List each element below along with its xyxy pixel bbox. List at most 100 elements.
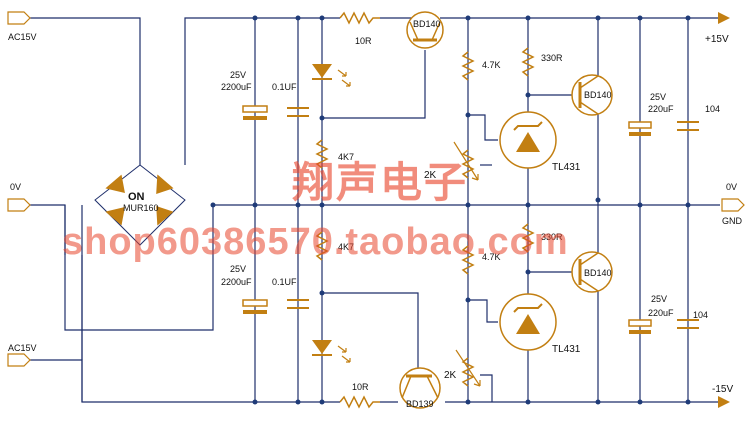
- junction-dot: [637, 399, 643, 405]
- cap-2200-bottom-value: 2200uF: [221, 277, 252, 287]
- junction-dot: [525, 269, 531, 275]
- terminal-ac-bottom: AC15V: [7, 343, 37, 367]
- terminal-gnd-v-label: 0V: [726, 182, 737, 192]
- transistor-bd140-top: BD140: [406, 11, 444, 49]
- res-330-bottom-label: 330R: [541, 232, 563, 242]
- tl431-bottom-label: TL431: [552, 344, 581, 355]
- res-10r-bottom-label: 10R: [352, 382, 369, 392]
- bridge-diode-1: [105, 174, 125, 193]
- junction-dot: [525, 202, 531, 208]
- out-film-top: 104: [677, 104, 720, 131]
- out-film-top-value: 104: [705, 104, 720, 114]
- wire-ac-top: [30, 17, 141, 165]
- junction-dot: [295, 202, 301, 208]
- res-330-top-label: 330R: [541, 53, 563, 63]
- bridge-rectifier: ON MUR160: [94, 164, 186, 246]
- led-top: [312, 64, 351, 87]
- bridge-part: MUR160: [123, 203, 159, 213]
- terminal-zero-v: 0V: [7, 182, 31, 212]
- film-cap-top-value: 0.1UF: [272, 82, 297, 92]
- pass-transistor-bottom: BD140: [571, 251, 613, 293]
- junction-dot: [685, 202, 691, 208]
- junction-dot: [252, 399, 258, 405]
- terminal-gnd-label: GND: [722, 216, 743, 226]
- junction-dot: [525, 399, 531, 405]
- out-film-bottom-value: 104: [693, 310, 708, 320]
- tl431-bottom: TL431: [499, 293, 581, 355]
- junction-dot: [210, 202, 216, 208]
- junction-dot: [465, 399, 471, 405]
- terminal-ac-bottom-label: AC15V: [8, 343, 37, 353]
- junction-dot: [295, 399, 301, 405]
- res-330-bottom: 330R: [521, 223, 563, 253]
- trimmer-2k-bottom: 2K: [444, 349, 481, 387]
- junction-dot: [319, 15, 325, 21]
- junction-dot: [465, 297, 471, 303]
- terminal-ac-top-label: AC15V: [8, 32, 37, 42]
- bridge-name: ON: [128, 191, 145, 203]
- terminal-pos-out-label: +15V: [705, 34, 729, 45]
- bridge-diode-2: [156, 174, 174, 195]
- wire-zero-v: [30, 204, 214, 331]
- watermark-line1: 翔声电子: [292, 159, 468, 206]
- junction-dot: [319, 115, 325, 121]
- junction-dot: [637, 15, 643, 21]
- trimmer-2k-bottom-label: 2K: [444, 370, 457, 381]
- wire-47k-tl431-top: [468, 114, 498, 141]
- res-10r-top-label: 10R: [355, 36, 372, 46]
- cap-2200-top-value: 2200uF: [221, 82, 252, 92]
- transistor-bd139-bottom: BD139: [399, 367, 441, 409]
- res-4k7-top: 4K7: [315, 139, 354, 169]
- film-cap-bottom: 0.1UF: [272, 277, 309, 309]
- terminal-neg-out: -15V: [712, 384, 733, 408]
- transistor-bd139-bottom-label: BD139: [406, 399, 434, 409]
- junction-dot: [685, 399, 691, 405]
- out-film-bottom: 104: [677, 310, 708, 329]
- cap-2200-bottom: 25V 2200uF: [221, 264, 268, 314]
- out-cap-top: 25V 220uF: [628, 92, 674, 136]
- wire-47k-tl431-bottom: [468, 299, 498, 323]
- out-cap-bottom-value: 220uF: [648, 308, 674, 318]
- out-cap-top-voltage: 25V: [650, 92, 666, 102]
- junction-dot: [319, 202, 325, 208]
- out-cap-bottom-voltage: 25V: [651, 294, 667, 304]
- wire-bridge-pos: [184, 17, 340, 165]
- trimmer-2k-top-label: 2K: [424, 170, 437, 181]
- tl431-top: TL431: [499, 111, 581, 173]
- terminal-zero-v-label: 0V: [10, 182, 21, 192]
- led-bottom: [312, 340, 351, 363]
- junction-dots: [210, 15, 691, 405]
- junction-dot: [637, 202, 643, 208]
- junction-dot: [252, 202, 258, 208]
- trimmer-2k-top: 2K: [424, 141, 479, 181]
- watermark-line2: shop60386570.taobao.com: [62, 221, 569, 263]
- bridge-diode-4: [156, 205, 174, 226]
- junction-dot: [252, 15, 258, 21]
- terminal-neg-out-label: -15V: [712, 384, 733, 395]
- cap-2200-bottom-voltage: 25V: [230, 264, 246, 274]
- junction-dot: [465, 15, 471, 21]
- res-330-top: 330R: [521, 47, 563, 77]
- film-cap-top: 0.1UF: [272, 82, 309, 117]
- terminal-ac-top: AC15V: [7, 11, 37, 42]
- wire-ac-bottom: [30, 359, 83, 402]
- top-half: 25V 2200uF 0.1UF 4K7 10R: [221, 11, 720, 181]
- junction-dot: [295, 15, 301, 21]
- wire-top-base: [322, 50, 426, 119]
- res-10r-top: 10R: [339, 11, 380, 46]
- junction-dot: [525, 15, 531, 21]
- junction-dot: [525, 92, 531, 98]
- watermark: 翔声电子 shop60386570.taobao.com: [62, 159, 569, 263]
- out-cap-top-value: 220uF: [648, 104, 674, 114]
- res-47k-top-label: 4.7K: [482, 60, 501, 70]
- res-4k7-bottom-label: 4K7: [338, 242, 354, 252]
- terminal-pos-out: +15V: [705, 12, 730, 45]
- wire-bridge-neg: [81, 255, 340, 403]
- res-10r-bottom: 10R: [339, 382, 380, 409]
- res-4k7-bottom: 4K7: [315, 231, 354, 261]
- res-47k-top: 4.7K: [461, 51, 501, 81]
- cap-2200-top-voltage: 25V: [230, 70, 246, 80]
- pass-transistor-top-label: BD140: [584, 90, 612, 100]
- junction-dot: [595, 399, 601, 405]
- junction-dot: [595, 197, 601, 203]
